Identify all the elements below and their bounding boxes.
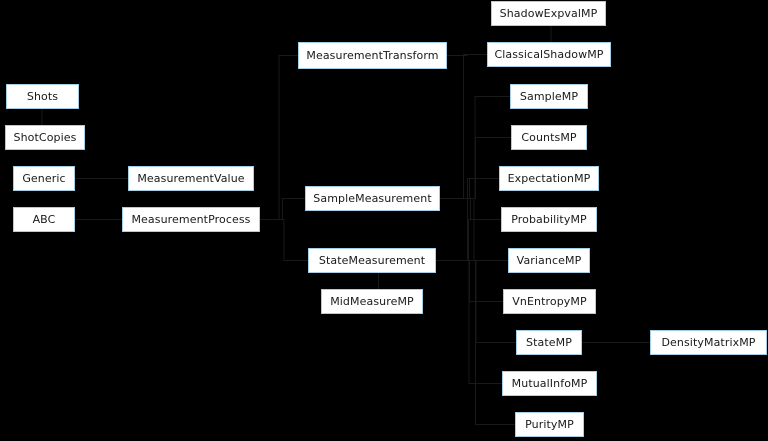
class-node-label: ShadowExpvalMP xyxy=(499,7,598,20)
class-node-measurementtransform[interactable]: MeasurementTransform xyxy=(298,42,447,69)
class-node-label: ProbabilityMP xyxy=(511,213,587,226)
class-node-shadowexpvalmp[interactable]: ShadowExpvalMP xyxy=(491,1,606,26)
class-node-statemp[interactable]: StateMP xyxy=(516,330,582,355)
edge-statemeasurement-to-probabilitymp xyxy=(436,219,501,261)
class-node-label: MeasurementProcess xyxy=(131,213,251,226)
class-node-label: VarianceMP xyxy=(516,254,582,267)
class-node-label: SampleMP xyxy=(519,90,579,103)
class-node-label: StateMP xyxy=(526,336,572,349)
edge-samplemeasurement-to-classicalshadowmp xyxy=(440,54,487,199)
class-node-statemeasurement[interactable]: StateMeasurement xyxy=(308,248,436,273)
class-node-label: ShotCopies xyxy=(13,131,77,144)
class-node-vnentropymp[interactable]: VnEntropyMP xyxy=(503,289,596,314)
class-node-label: MidMeasureMP xyxy=(330,295,414,308)
class-node-label: ExpectationMP xyxy=(507,172,591,185)
class-node-probabilitymp[interactable]: ProbabilityMP xyxy=(501,207,597,232)
edge-statemeasurement-to-expectationmp xyxy=(436,178,499,261)
edge-measurementprocess-to-measurementtransform xyxy=(260,55,298,220)
class-node-classicalshadowmp[interactable]: ClassicalShadowMP xyxy=(487,42,611,67)
class-node-label: MeasurementTransform xyxy=(306,49,439,62)
edge-statemeasurement-to-puritymp xyxy=(436,260,515,425)
edge-measurementprocess-to-samplemeasurement xyxy=(260,198,305,220)
class-node-shotcopies[interactable]: ShotCopies xyxy=(5,125,85,150)
class-node-samplemeasurement[interactable]: SampleMeasurement xyxy=(305,186,440,211)
class-node-midmeasuremp[interactable]: MidMeasureMP xyxy=(321,289,423,314)
edge-measurementprocess-to-statemeasurement xyxy=(260,219,308,261)
class-node-expectationmp[interactable]: ExpectationMP xyxy=(499,166,599,191)
class-node-generic[interactable]: Generic xyxy=(13,166,75,191)
class-node-variancemp[interactable]: VarianceMP xyxy=(508,248,590,273)
class-node-samplemp[interactable]: SampleMP xyxy=(510,84,588,109)
edge-samplemeasurement-to-expectationmp xyxy=(440,178,499,199)
edge-statemeasurement-to-mutualinfomp xyxy=(436,260,502,384)
class-node-mutualinfomp[interactable]: MutualInfoMP xyxy=(502,371,597,396)
class-node-countsmp[interactable]: CountsMP xyxy=(511,125,587,150)
edge-statemeasurement-to-vnentropymp xyxy=(436,260,503,302)
class-node-densitymatrixmp[interactable]: DensityMatrixMP xyxy=(650,330,767,355)
class-node-abc[interactable]: ABC xyxy=(13,207,75,232)
class-node-label: Generic xyxy=(22,172,66,185)
class-node-label: ABC xyxy=(32,213,56,226)
class-node-label: PurityMP xyxy=(525,418,574,431)
edge-samplemeasurement-to-variancemp xyxy=(440,198,508,261)
class-node-label: SampleMeasurement xyxy=(313,192,432,205)
class-node-shots[interactable]: Shots xyxy=(6,84,79,109)
class-node-label: CountsMP xyxy=(521,131,577,144)
class-node-label: MeasurementValue xyxy=(137,172,245,185)
class-node-label: ClassicalShadowMP xyxy=(494,48,604,61)
class-node-puritymp[interactable]: PurityMP xyxy=(515,412,584,437)
class-node-measurementvalue[interactable]: MeasurementValue xyxy=(128,166,254,191)
edge-measurementtransform-to-classicalshadowmp xyxy=(447,54,487,56)
class-node-label: StateMeasurement xyxy=(318,254,426,267)
class-node-label: Shots xyxy=(26,90,59,103)
class-node-label: VnEntropyMP xyxy=(512,295,587,308)
class-node-label: DensityMatrixMP xyxy=(661,336,756,349)
edge-samplemeasurement-to-probabilitymp xyxy=(440,198,501,220)
class-node-label: MutualInfoMP xyxy=(511,377,588,390)
class-node-measurementprocess[interactable]: MeasurementProcess xyxy=(122,207,260,232)
